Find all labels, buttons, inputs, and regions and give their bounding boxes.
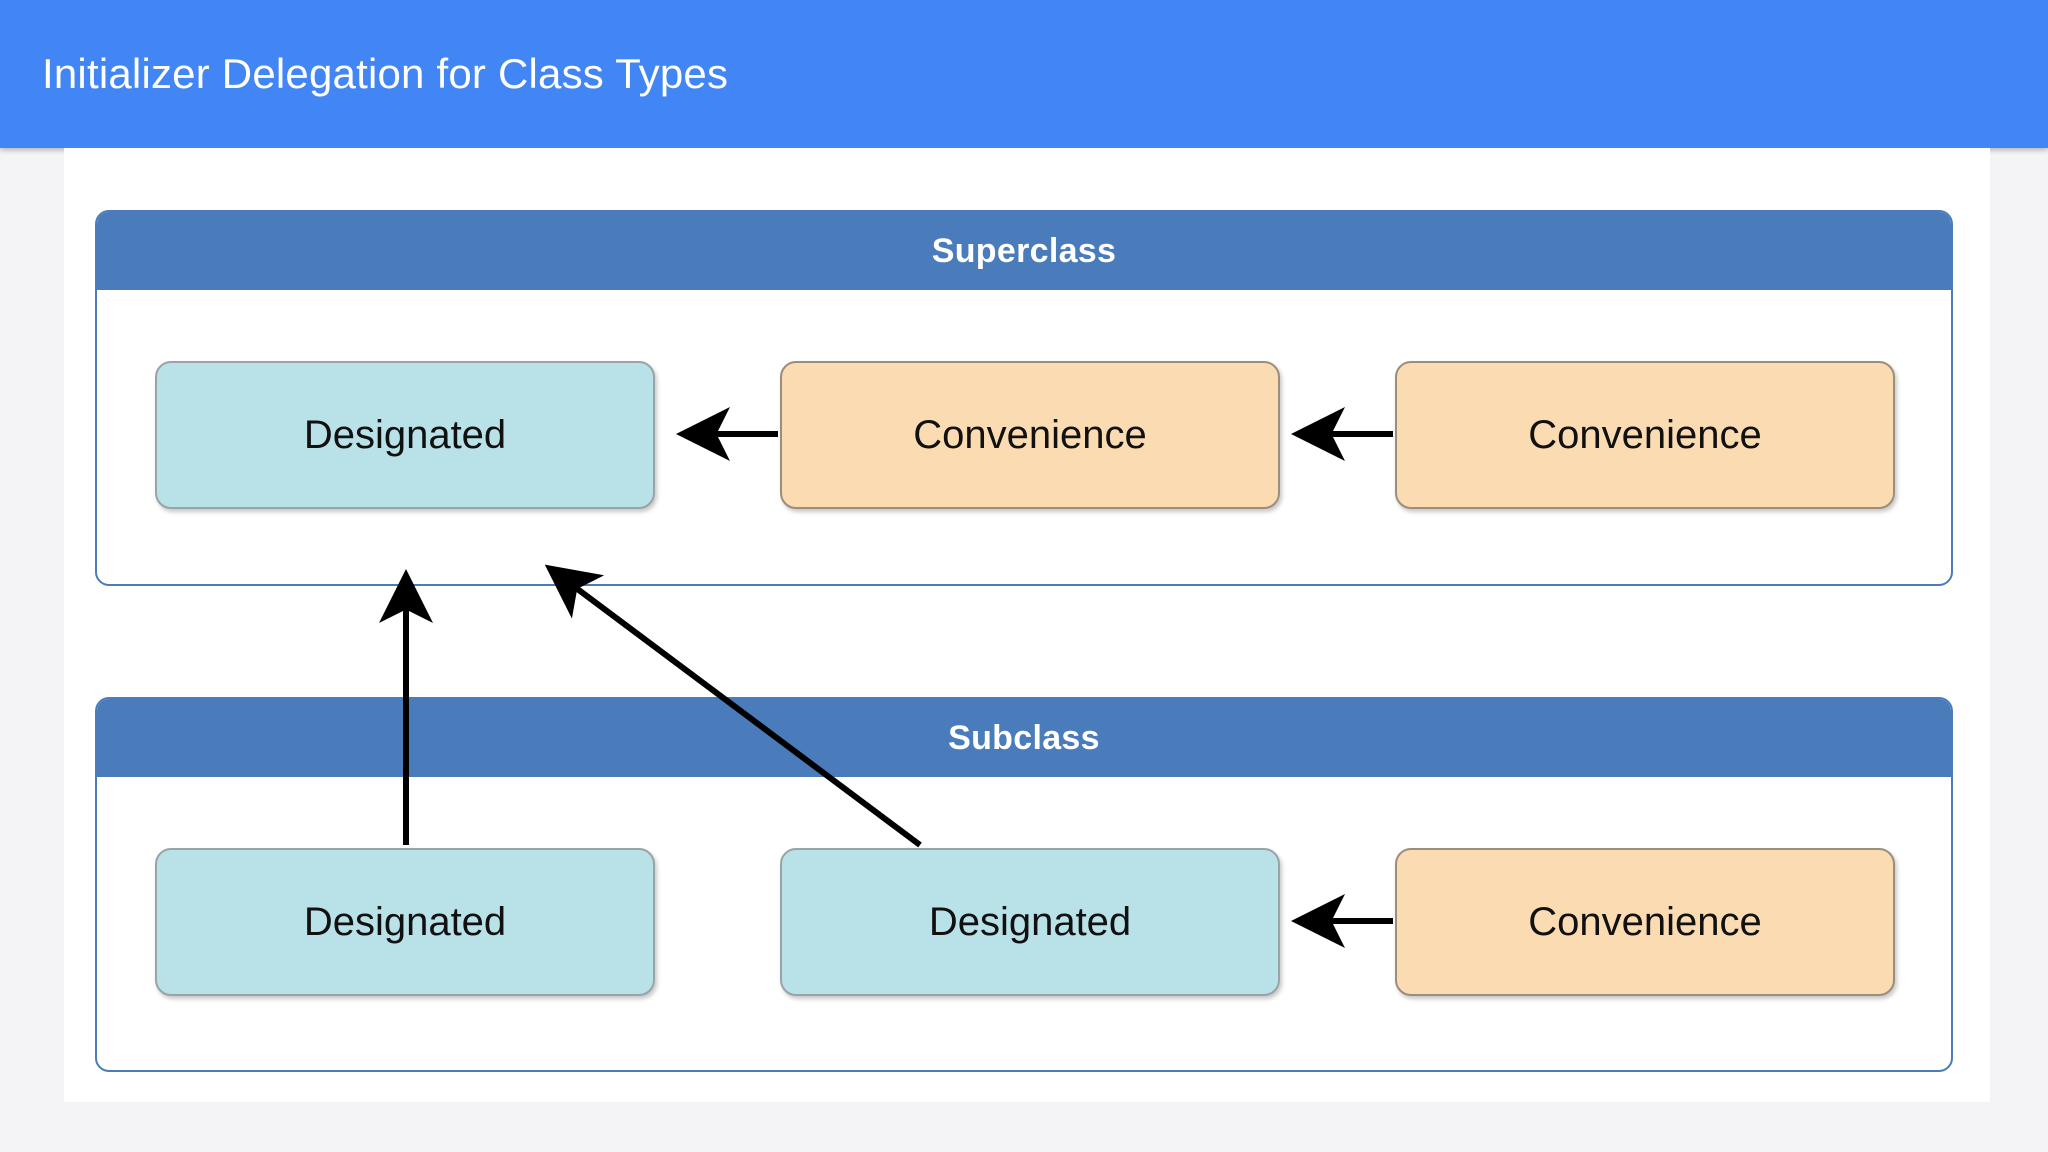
subclass-convenience-box[interactable]: Convenience [1395,848,1895,996]
box-label: Designated [303,412,507,457]
box-label: Convenience [1528,899,1762,944]
section-subclass: Subclass Designated Designated Convenien… [95,697,1953,1072]
subclass-designated-box-1[interactable]: Designated [155,848,655,996]
app-bar: Initializer Delegation for Class Types [0,0,2048,148]
section-superclass-title: Superclass [97,212,1951,290]
section-superclass-body: Designated Convenience Convenience [97,290,1951,584]
section-subclass-title: Subclass [97,699,1951,777]
box-label: Convenience [1528,412,1762,457]
section-subclass-body: Designated Designated Convenience [97,777,1951,1070]
box-label: Designated [928,899,1132,944]
superclass-convenience-box-1[interactable]: Convenience [780,361,1280,509]
subclass-designated-box-2[interactable]: Designated [780,848,1280,996]
superclass-convenience-box-2[interactable]: Convenience [1395,361,1895,509]
page-title: Initializer Delegation for Class Types [42,50,729,97]
box-label: Designated [303,899,507,944]
superclass-designated-box[interactable]: Designated [155,361,655,509]
box-label: Convenience [913,412,1147,457]
section-superclass: Superclass Designated Convenience Conven… [95,210,1953,586]
